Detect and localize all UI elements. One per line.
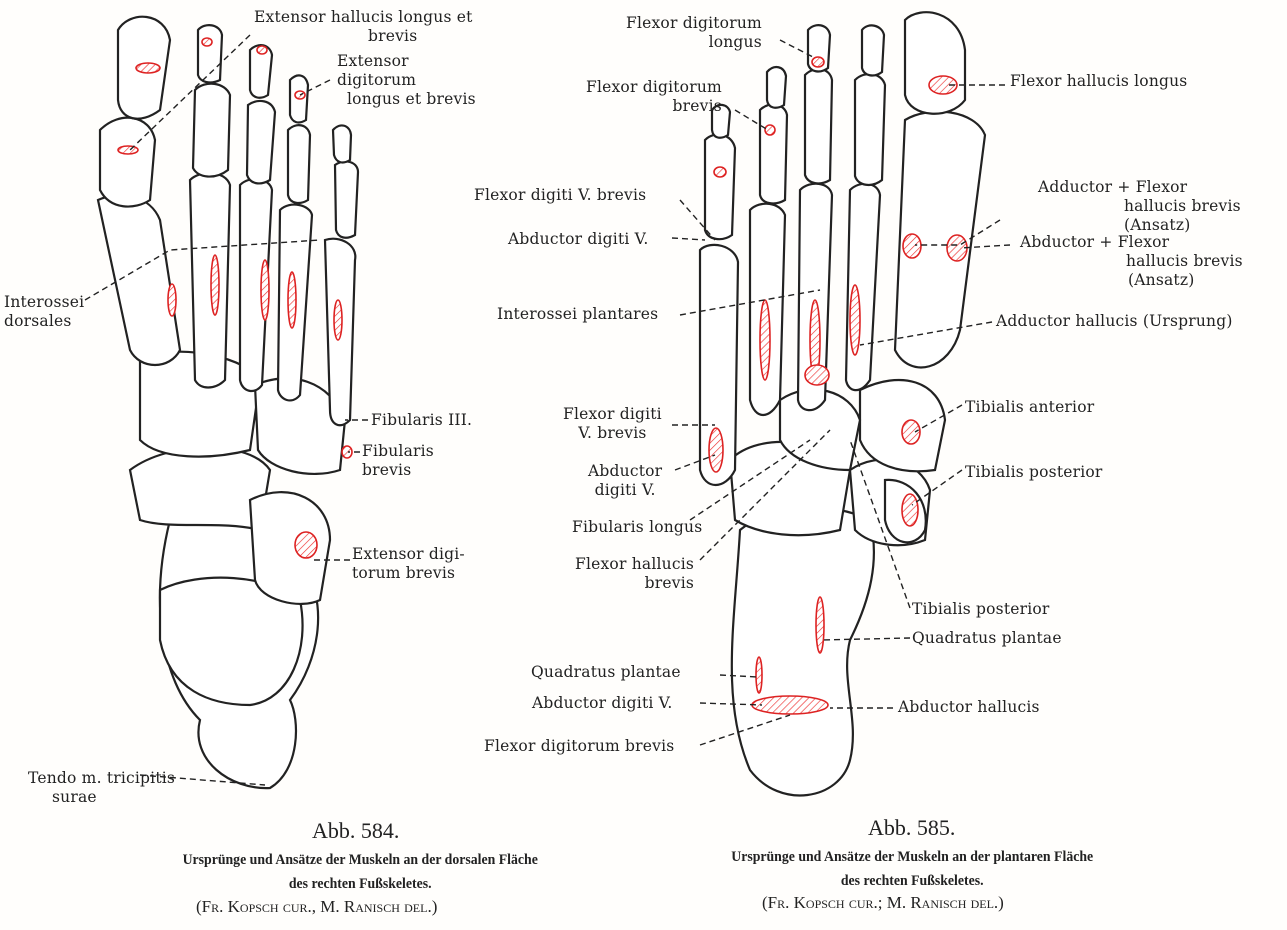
label-line: Adductor + Flexor [1038, 178, 1188, 196]
label-flexor-digitorum-brevis-low: Flexor digitorum brevis [484, 737, 674, 756]
label-line: Flexor digitorum [626, 14, 762, 32]
label-line: longus et brevis [347, 90, 476, 108]
caption-line: Ursprünge und Ansätze der Muskeln an der… [731, 849, 1094, 865]
label-line: Abductor hallucis [898, 698, 1040, 716]
label-line: Extensor hallucis longus et [254, 8, 473, 26]
caption-left: Ursprünge und Ansätze der Muskeln an der… [98, 848, 622, 896]
label-line: Tibialis anterior [965, 398, 1095, 416]
label-line: Fibularis longus [572, 518, 703, 536]
label-tibialis-posterior-2: Tibialis posterior [912, 600, 1050, 619]
credits-left: (Fr. Kopsch cur., M. Ranisch del.) [196, 897, 438, 916]
label-abductor-digiti-v-low: Abductor digiti V. [532, 694, 672, 713]
label-line: Adductor hallucis (Ursprung) [996, 312, 1233, 330]
label-line: digiti V. [594, 481, 656, 499]
label-line: Abductor [588, 462, 663, 480]
label-line: brevis [362, 461, 412, 479]
label-line: hallucis brevis [1124, 197, 1241, 215]
label-line: Flexor digitorum [586, 78, 722, 96]
label-line: Interossei [4, 293, 85, 311]
label-line: Flexor hallucis longus [1010, 72, 1188, 90]
label-adductor-hallucis: Adductor hallucis (Ursprung) [996, 312, 1233, 331]
figure-number-right: Abb. 585. [868, 815, 956, 840]
label-tibialis-anterior: Tibialis anterior [965, 398, 1094, 417]
caption-line: Ursprünge und Ansätze der Muskeln an der… [182, 852, 538, 868]
label-line: Quadratus plantae [531, 663, 681, 681]
credits-right: (Fr. Kopsch cur.; M. Ranisch del.) [762, 893, 1004, 912]
label-line: V. brevis [578, 424, 647, 442]
label-line: torum brevis [352, 564, 456, 582]
label-line: (Ansatz) [1128, 271, 1195, 289]
caption-line: des rechten Fußskeletes. [840, 873, 984, 889]
label-line: Abductor digiti V. [532, 694, 673, 712]
label-flexor-digiti-v-brevis-top: Flexor digiti V. brevis [474, 186, 646, 205]
label-line: hallucis brevis [1126, 252, 1243, 270]
label-flexor-hallucis-longus: Flexor hallucis longus [1010, 72, 1187, 91]
leader-lines [84, 34, 1011, 786]
label-line: Quadratus plantae [912, 629, 1062, 647]
label-line: dorsales [4, 312, 72, 330]
label-abductor-digiti-v-top: Abductor digiti V. [508, 230, 648, 249]
label-quadratus-plantae-left: Quadratus plantae [531, 663, 681, 682]
label-line: Extensor digi- [352, 545, 465, 563]
label-line: (Ansatz) [1124, 216, 1191, 234]
label-line: Abductor digiti V. [508, 230, 649, 248]
label-line: Extensor [337, 52, 409, 70]
label-line: surae [52, 788, 97, 806]
label-line: brevis [644, 574, 695, 592]
label-line: Tendo m. tricipitis [28, 769, 176, 787]
label-line: brevis [368, 27, 418, 45]
plantar-foot-skeleton [698, 11, 987, 797]
label-fibularis-iii: Fibularis III. [371, 411, 472, 430]
label-line: brevis [672, 97, 722, 115]
label-abductor-hallucis: Abductor hallucis [898, 698, 1040, 717]
figure-number-left: Abb. 584. [312, 818, 400, 843]
label-line: Tibialis posterior [965, 463, 1103, 481]
label-line: Flexor hallucis [575, 555, 695, 573]
label-line: Flexor digiti V. brevis [474, 186, 647, 204]
label-line: Interossei plantares [497, 305, 659, 323]
caption-line: des rechten Fußskeletes. [288, 876, 432, 892]
label-line: Fibularis [362, 442, 434, 460]
label-line: digitorum [337, 71, 417, 89]
label-tibialis-posterior-1: Tibialis posterior [965, 463, 1103, 482]
label-line: Flexor digitorum brevis [484, 737, 675, 755]
label-fibularis-longus: Fibularis longus [572, 518, 702, 537]
dorsal-foot-skeleton [96, 15, 360, 790]
label-quadratus-plantae-right: Quadratus plantae [912, 629, 1062, 648]
label-line: Flexor digiti [563, 405, 662, 423]
label-line: Tibialis posterior [912, 600, 1050, 618]
label-extensor-digitorum-brevis: Extensor digi-torum brevis [352, 545, 465, 583]
label-line: Fibularis III. [371, 411, 473, 429]
caption-right: Ursprünge und Ansätze der Muskeln an der… [650, 845, 1174, 893]
label-line: longus [708, 33, 762, 51]
label-interossei-plantares: Interossei plantares [497, 305, 658, 324]
label-line: Abductor + Flexor [1020, 233, 1170, 251]
